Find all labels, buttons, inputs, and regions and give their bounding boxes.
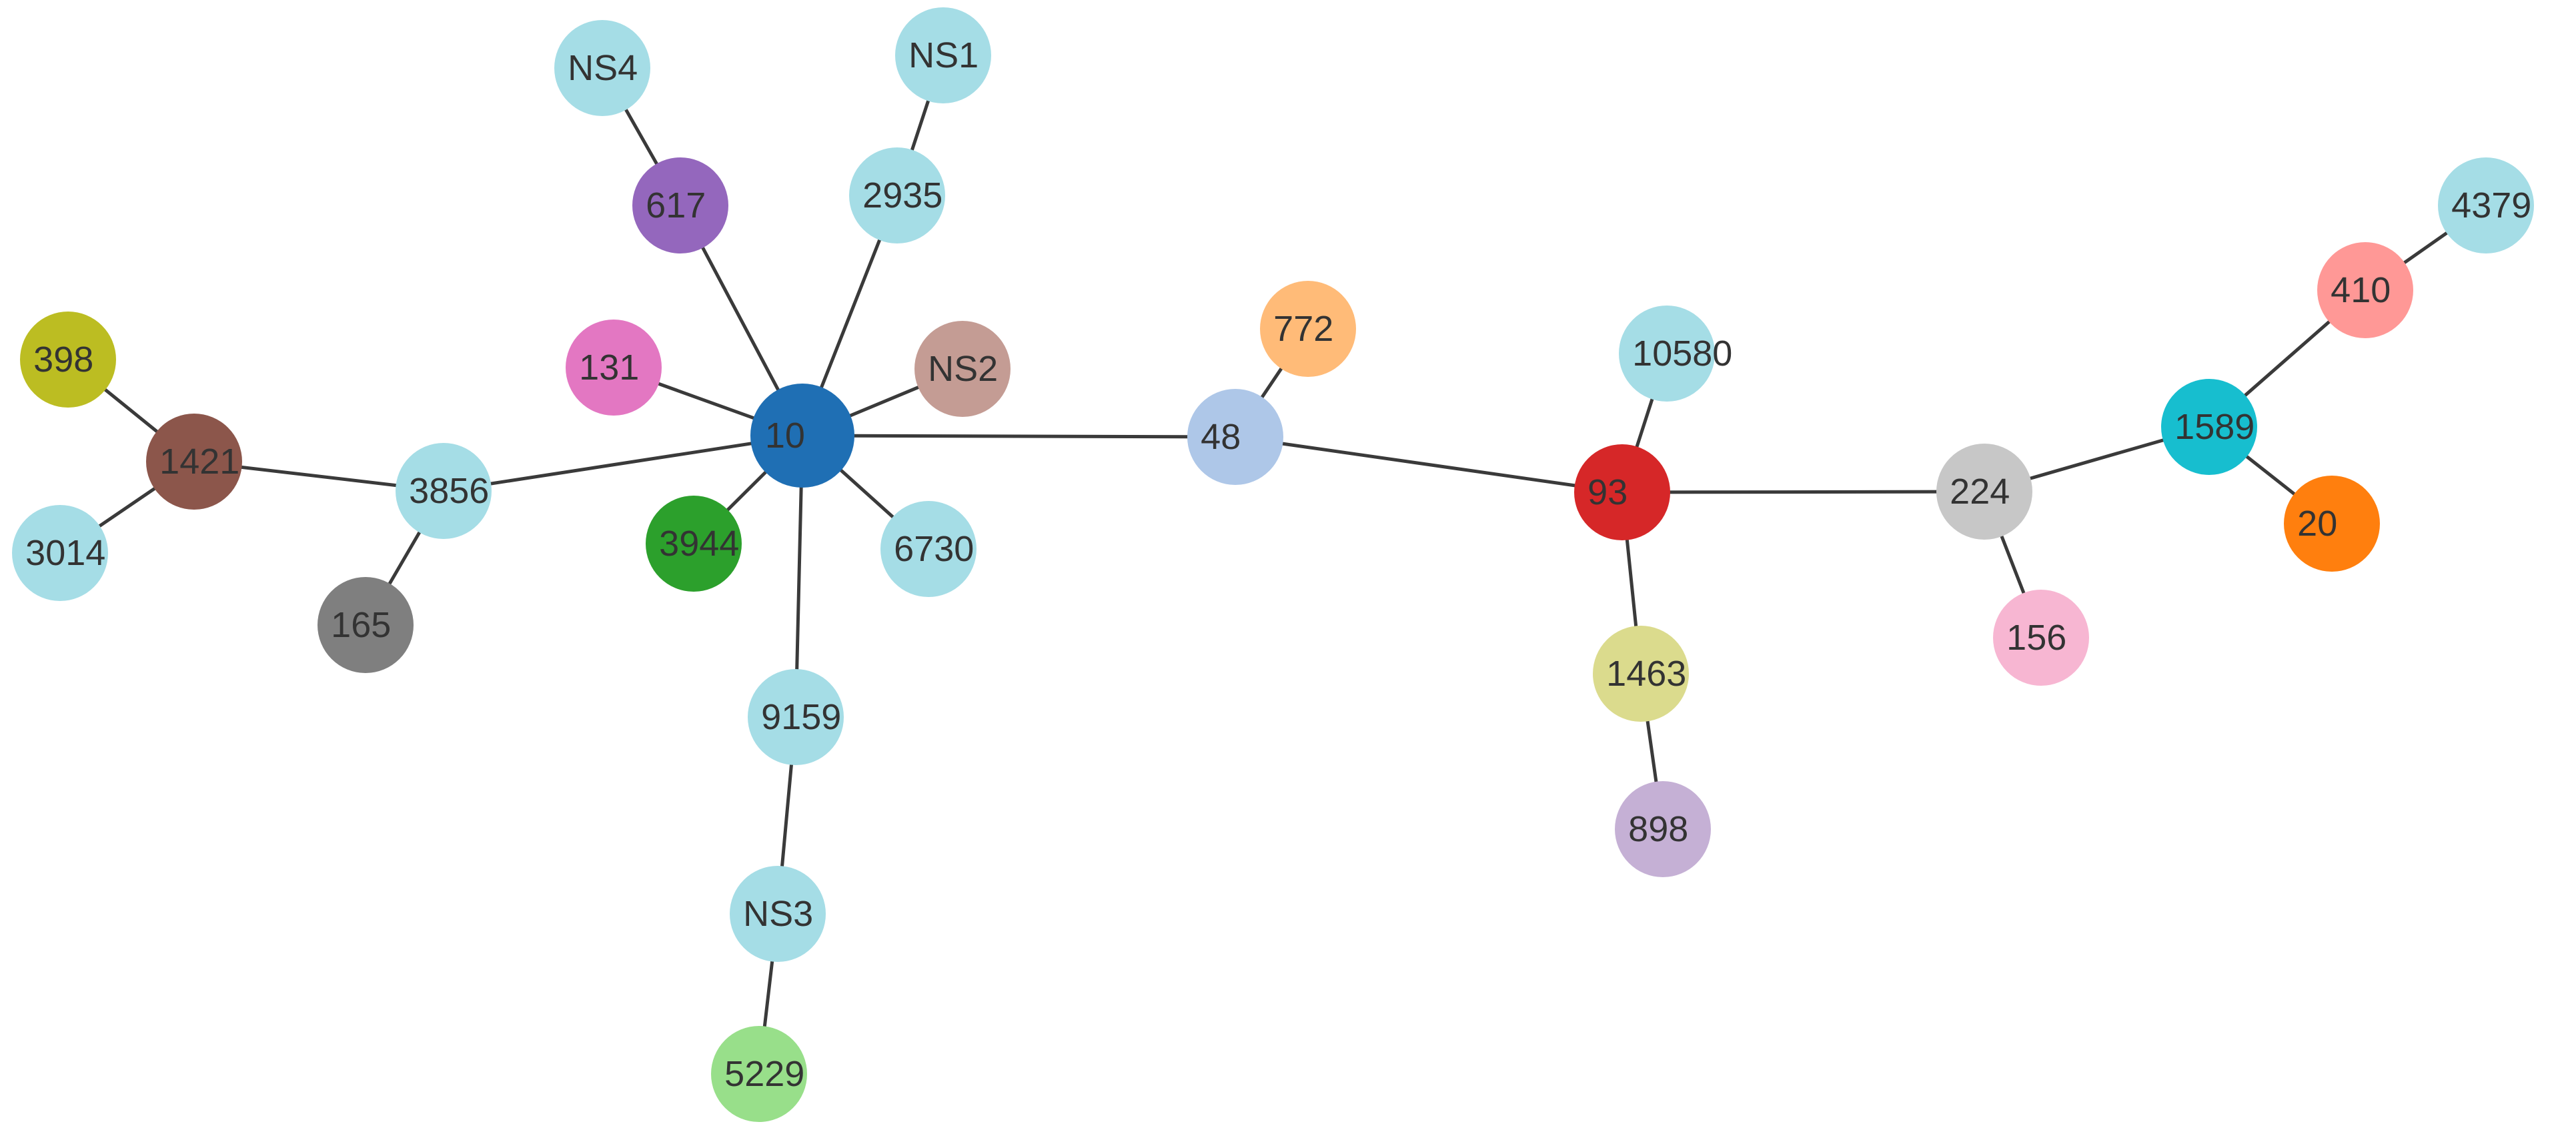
node-circle [1574, 444, 1670, 540]
node-label: 156 [2006, 618, 2066, 658]
node-label: 2935 [862, 175, 942, 215]
node-circle [1615, 781, 1711, 877]
edge-10-48 [800, 434, 1237, 439]
node-label: 6730 [894, 529, 974, 569]
node-circle [554, 20, 650, 116]
node-label: 410 [2331, 270, 2391, 310]
node-165: 165 [317, 577, 414, 673]
node-410: 410 [2317, 242, 2413, 338]
node-circle [317, 577, 414, 673]
node-label: 3944 [659, 524, 739, 564]
node-label: 1589 [2174, 407, 2255, 447]
node-1421: 1421 [146, 414, 242, 510]
edge-layer [58, 53, 2488, 1076]
node-label: NS2 [928, 349, 998, 389]
node-NS4: NS4 [554, 20, 650, 116]
node-circle [2284, 476, 2380, 572]
node-label: 224 [1950, 472, 2010, 512]
node-circle [20, 312, 116, 408]
node-label: 4379 [2451, 185, 2531, 225]
node-898: 898 [1615, 781, 1711, 877]
node-6730: 6730 [880, 501, 977, 597]
node-circle [730, 866, 826, 962]
node-circle [146, 414, 242, 510]
node-label: 617 [646, 185, 706, 225]
node-4379: 4379 [2438, 157, 2534, 253]
node-circle [750, 384, 854, 488]
node-NS1: NS1 [895, 7, 991, 103]
node-224: 224 [1936, 444, 2032, 540]
node-circle [1187, 389, 1283, 485]
node-2935: 2935 [849, 147, 945, 243]
node-circle [1993, 590, 2089, 686]
node-label: 165 [331, 605, 391, 645]
node-label: 10 [765, 416, 805, 456]
node-10: 10 [750, 384, 854, 488]
node-10580: 10580 [1619, 306, 1732, 402]
node-label: 772 [1273, 309, 1333, 349]
node-label: 898 [1628, 809, 1688, 849]
node-label: 3856 [409, 471, 489, 511]
node-label: 1463 [1606, 654, 1686, 694]
node-NS2: NS2 [914, 321, 1011, 417]
node-circle [566, 320, 662, 416]
node-circle [914, 321, 1011, 417]
node-772: 772 [1260, 281, 1356, 377]
node-layer: NS4 NS1 617 2935 4379 410 398 131 NS2 772 10580 10 1… [12, 7, 2534, 1122]
node-label: 48 [1201, 417, 1241, 457]
node-circle [646, 496, 742, 592]
node-NS3: NS3 [730, 866, 826, 962]
node-3014: 3014 [12, 505, 108, 601]
node-circle [748, 669, 844, 765]
node-617: 617 [632, 157, 728, 253]
node-5229: 5229 [711, 1026, 807, 1122]
node-131: 131 [566, 320, 662, 416]
node-label: 3014 [25, 533, 105, 573]
node-9159: 9159 [748, 669, 844, 765]
node-circle [880, 501, 977, 597]
node-label: 10580 [1632, 334, 1732, 374]
node-156: 156 [1993, 590, 2089, 686]
node-circle [895, 7, 991, 103]
node-circle [1260, 281, 1356, 377]
node-48: 48 [1187, 389, 1283, 485]
node-circle [632, 157, 728, 253]
node-circle [2317, 242, 2413, 338]
node-20: 20 [2284, 476, 2380, 572]
node-circle [1936, 444, 2032, 540]
node-label: 1421 [159, 442, 239, 482]
node-label: 9159 [761, 697, 841, 737]
node-3944: 3944 [646, 496, 742, 592]
node-circle [711, 1026, 807, 1122]
node-label: NS3 [743, 894, 813, 934]
node-398: 398 [20, 312, 116, 408]
node-circle [1619, 306, 1715, 402]
node-circle [2161, 379, 2257, 475]
edge-10-3856 [442, 434, 804, 493]
node-circle [12, 505, 108, 601]
node-1463: 1463 [1593, 626, 1689, 722]
node-93: 93 [1574, 444, 1670, 540]
node-label: 93 [1587, 472, 1628, 512]
edge-48-93 [1233, 435, 1624, 494]
node-label: 5229 [724, 1054, 804, 1094]
node-label: 398 [33, 340, 93, 380]
node-circle [2438, 157, 2534, 253]
node-3856: 3856 [396, 443, 492, 539]
node-label: NS4 [568, 48, 638, 88]
node-label: NS1 [908, 35, 979, 75]
node-circle [1593, 626, 1689, 722]
node-label: 131 [579, 348, 639, 388]
node-circle [396, 443, 492, 539]
node-1589: 1589 [2161, 379, 2257, 475]
node-circle [849, 147, 945, 243]
node-label: 20 [2297, 504, 2337, 544]
